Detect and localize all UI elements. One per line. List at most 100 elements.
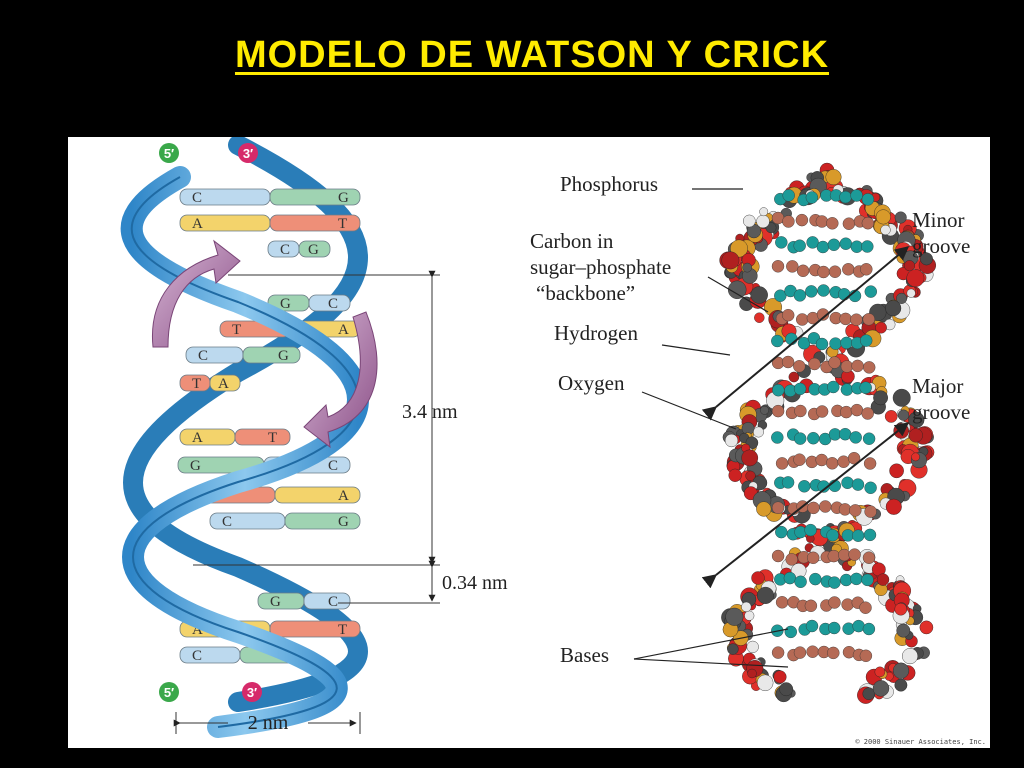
base-letter: C [328,296,338,312]
atom-sphere [756,214,770,229]
atom-sphere [874,666,886,678]
three-prime-top-badge [238,143,258,163]
base-sphere [839,237,852,250]
base-sphere [775,596,789,609]
base-sphere [826,457,839,470]
atom-sphere [893,423,910,439]
base-sphere [859,601,872,614]
three-prime-bottom-badge [242,682,262,702]
base-letter: T [232,322,241,338]
atom-sphere [885,498,902,515]
base-sphere [805,191,819,204]
atom-sphere [750,286,768,304]
base-g [298,240,331,258]
atom-sphere [727,643,739,655]
base-sphere [839,428,852,441]
atom-sphere [911,452,920,462]
atom-sphere [751,571,765,585]
base-sphere [783,571,797,585]
width-label: 2 nm [248,712,289,734]
base-sphere [828,596,841,609]
base-sphere [862,313,875,326]
base-sphere [850,572,863,586]
base-letter: C [222,514,232,530]
space-filling-model: Phosphorus Carbon in sugar–phosphate “ba… [530,162,970,704]
atom-sphere [724,433,739,448]
atom-sphere [919,620,934,635]
base-sphere [794,575,807,588]
base-sphere [786,260,799,273]
atom-sphere [880,224,891,236]
base-sphere [794,404,807,418]
base-t [269,620,361,638]
base-sphere [827,380,840,394]
atom-sphere [741,449,759,467]
three-prime-top-label: 3′ [243,146,253,161]
base-t [269,214,361,232]
bases-label: Bases [560,643,609,667]
base-sphere [861,407,874,420]
atom-sphere [896,623,911,638]
atom-sphere [747,668,757,679]
oxygen-label: Oxygen [558,371,625,395]
base-sphere [863,361,876,374]
base-letter: G [270,594,281,610]
base-sphere [851,478,865,491]
base-letter: G [308,242,319,258]
base-sphere [781,355,795,369]
base-sphere [861,240,874,253]
base-sphere [861,216,875,230]
phosphorus-label: Phosphorus [560,172,658,196]
base-sphere [807,501,820,515]
atom-sphere [760,405,769,415]
five-prime-bottom-label: 5′ [164,685,174,700]
base-sphere [815,215,829,228]
base-c [179,646,241,664]
atom-spheres [719,162,936,704]
minor-groove-label-line2: groove [912,234,970,258]
base-sphere [863,457,877,470]
atom-sphere [894,211,907,224]
base-c [303,592,351,610]
base-a [274,486,361,504]
base-letter: G [278,348,289,364]
carbon-label-line2: sugar–phosphate [530,255,671,279]
base-sphere [804,599,818,612]
base-letter: A [338,322,349,338]
base-letter: T [338,622,347,638]
base-sphere [798,480,811,493]
atom-sphere [759,207,769,217]
atom-sphere [872,680,890,697]
atom-sphere [894,602,908,616]
base-sphere [839,312,852,326]
base-sphere [862,622,876,636]
base-sphere [828,621,841,635]
base-sphere [781,476,795,489]
base-sphere [794,525,807,539]
base-sphere [860,334,873,347]
base-sphere [852,619,865,633]
atom-sphere [757,586,775,604]
base-sphere [841,476,854,489]
carbon-label-line1: Carbon in [530,229,614,253]
atom-sphere [892,388,911,407]
base-sphere [840,360,854,373]
base-sphere [837,455,850,468]
base-sphere [793,382,807,396]
base-sphere [796,313,809,326]
base-sphere [782,308,795,322]
atom-sphere [756,501,772,517]
base-sphere [771,260,785,273]
atom-sphere [825,169,842,186]
atom-sphere [889,463,904,479]
base-letter: A [192,622,203,638]
slide-title: MODELO DE WATSON Y CRICK [234,34,830,76]
base-sphere [817,284,830,297]
base-sphere [815,405,829,418]
